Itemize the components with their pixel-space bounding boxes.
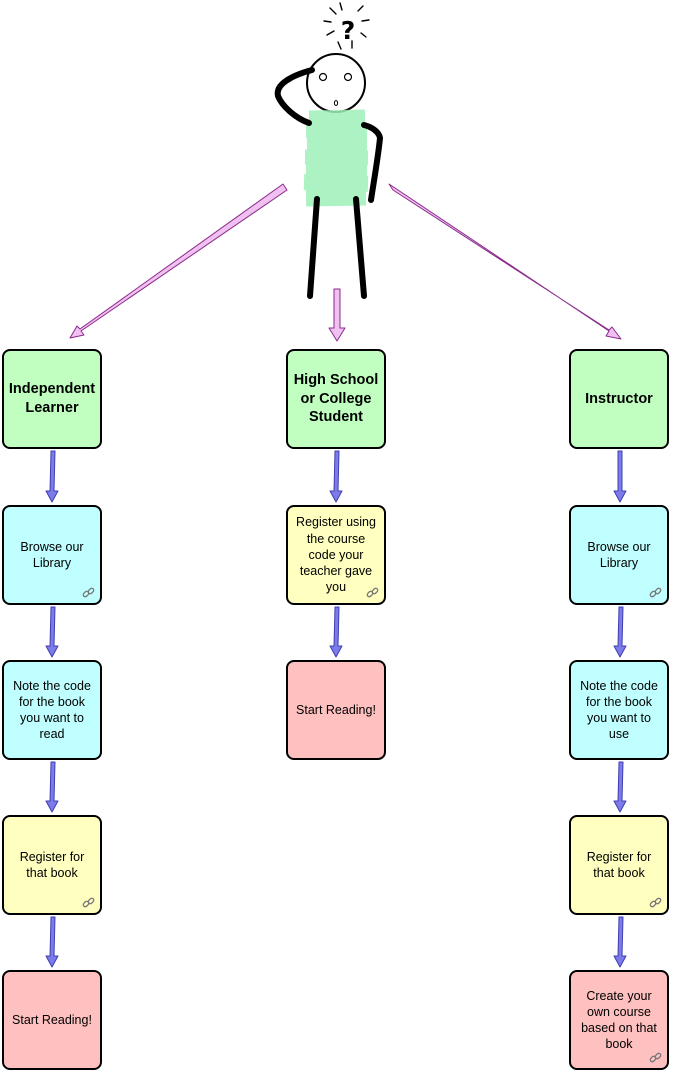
role-box-student[interactable]: High School or College Student [286,349,386,449]
step-box-browse-library[interactable]: Browse our Library [569,505,669,605]
step-box-register-course-code[interactable]: Register using the course code your teac… [286,505,386,605]
step-arrows [45,450,627,968]
figure-eye-left [318,72,328,82]
link-icon[interactable] [649,586,662,599]
arrow-il-3 [45,761,59,813]
arrow-il-1 [45,450,59,503]
step-box-register-book[interactable]: Register for that book [2,815,102,915]
arrow-to-independent-learner [69,183,288,339]
role-arrows [69,183,622,342]
role-label: Instructor [585,390,653,407]
step-label: Note the code for the book you want to u… [580,678,658,742]
arrow-il-4 [45,916,59,968]
step-box-note-code[interactable]: Note the code for the book you want to r… [2,660,102,760]
step-box-create-course[interactable]: Create your own course based on that boo… [569,970,669,1070]
link-icon[interactable] [82,586,95,599]
figure-leg-left [307,196,320,299]
figure-arm-left [274,67,315,126]
role-box-independent-learner[interactable]: Independent Learner [2,349,102,449]
confused-stick-figure: ? [274,2,384,299]
link-icon[interactable] [649,1051,662,1064]
step-box-start-reading[interactable]: Start Reading! [2,970,102,1070]
question-mark: ? [341,16,356,45]
arrow-il-2 [45,606,59,658]
step-label: Start Reading! [12,1012,92,1027]
link-icon[interactable] [649,896,662,909]
role-label: High School or College Student [293,371,379,426]
arrow-st-1 [329,450,343,503]
role-label: Independent Learner [8,381,96,416]
arrow-in-2 [613,606,627,658]
role-box-instructor[interactable]: Instructor [569,349,669,449]
figure-eye-right [343,72,353,82]
figure-mouth [333,100,339,106]
arrow-in-3 [613,761,627,813]
step-label: Browse our Library [587,539,651,570]
figure-arm-right [361,122,384,203]
step-label: Register for that book [19,849,85,880]
step-label: Start Reading! [296,702,376,717]
step-label: Create your own course based on that boo… [581,988,657,1052]
step-box-browse-library[interactable]: Browse our Library [2,505,102,605]
arrow-in-1 [613,450,627,503]
arrow-in-4 [613,916,627,968]
step-box-start-reading[interactable]: Start Reading! [286,660,386,760]
step-label: Register for that book [586,849,652,880]
step-label: Register using the course code your teac… [296,515,376,595]
arrow-st-2 [329,606,343,658]
step-box-register-book[interactable]: Register for that book [569,815,669,915]
step-label: Browse our Library [20,539,84,570]
step-box-note-code[interactable]: Note the code for the book you want to u… [569,660,669,760]
arrow-to-instructor [388,183,622,340]
arrow-to-student [328,288,346,342]
figure-shirt [303,109,369,207]
link-icon[interactable] [366,586,379,599]
link-icon[interactable] [82,896,95,909]
thought-rays [323,2,370,50]
figure-leg-right [353,196,367,299]
step-label: Note the code for the book you want to r… [13,678,91,742]
